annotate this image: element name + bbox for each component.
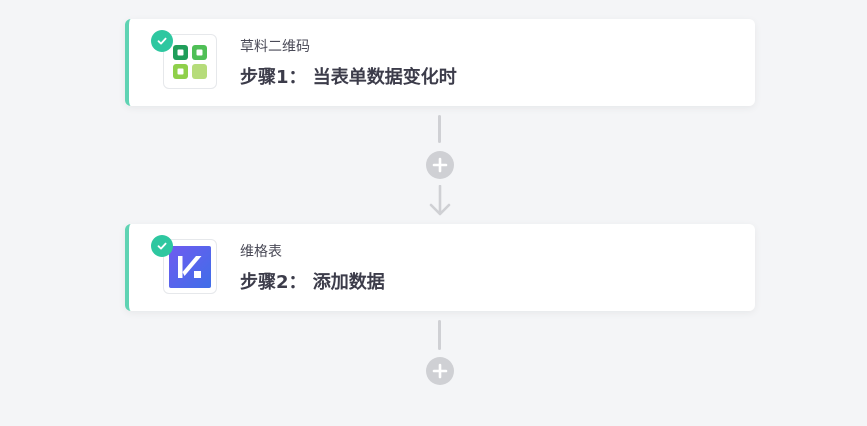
step-card-1[interactable]: 草料二维码 步骤1： 当表单数据变化时 xyxy=(125,19,755,106)
add-step-button[interactable] xyxy=(426,357,454,385)
app-name: 草料二维码 xyxy=(240,39,310,55)
step-title: 步骤2： 添加数据 xyxy=(240,272,385,293)
plus-icon xyxy=(432,157,448,173)
connector-line xyxy=(438,115,441,143)
step-card-2[interactable]: 维格表 步骤2： 添加数据 xyxy=(125,224,755,311)
add-step-button[interactable] xyxy=(426,151,454,179)
connector-line xyxy=(438,320,441,350)
step-title: 步骤1： 当表单数据变化时 xyxy=(240,67,457,88)
check-icon xyxy=(151,235,173,257)
check-icon xyxy=(151,30,173,52)
app-name: 维格表 xyxy=(240,244,282,260)
plus-icon xyxy=(432,363,448,379)
qrcode-app-icon xyxy=(163,34,217,89)
arrow-down-icon xyxy=(429,185,451,216)
